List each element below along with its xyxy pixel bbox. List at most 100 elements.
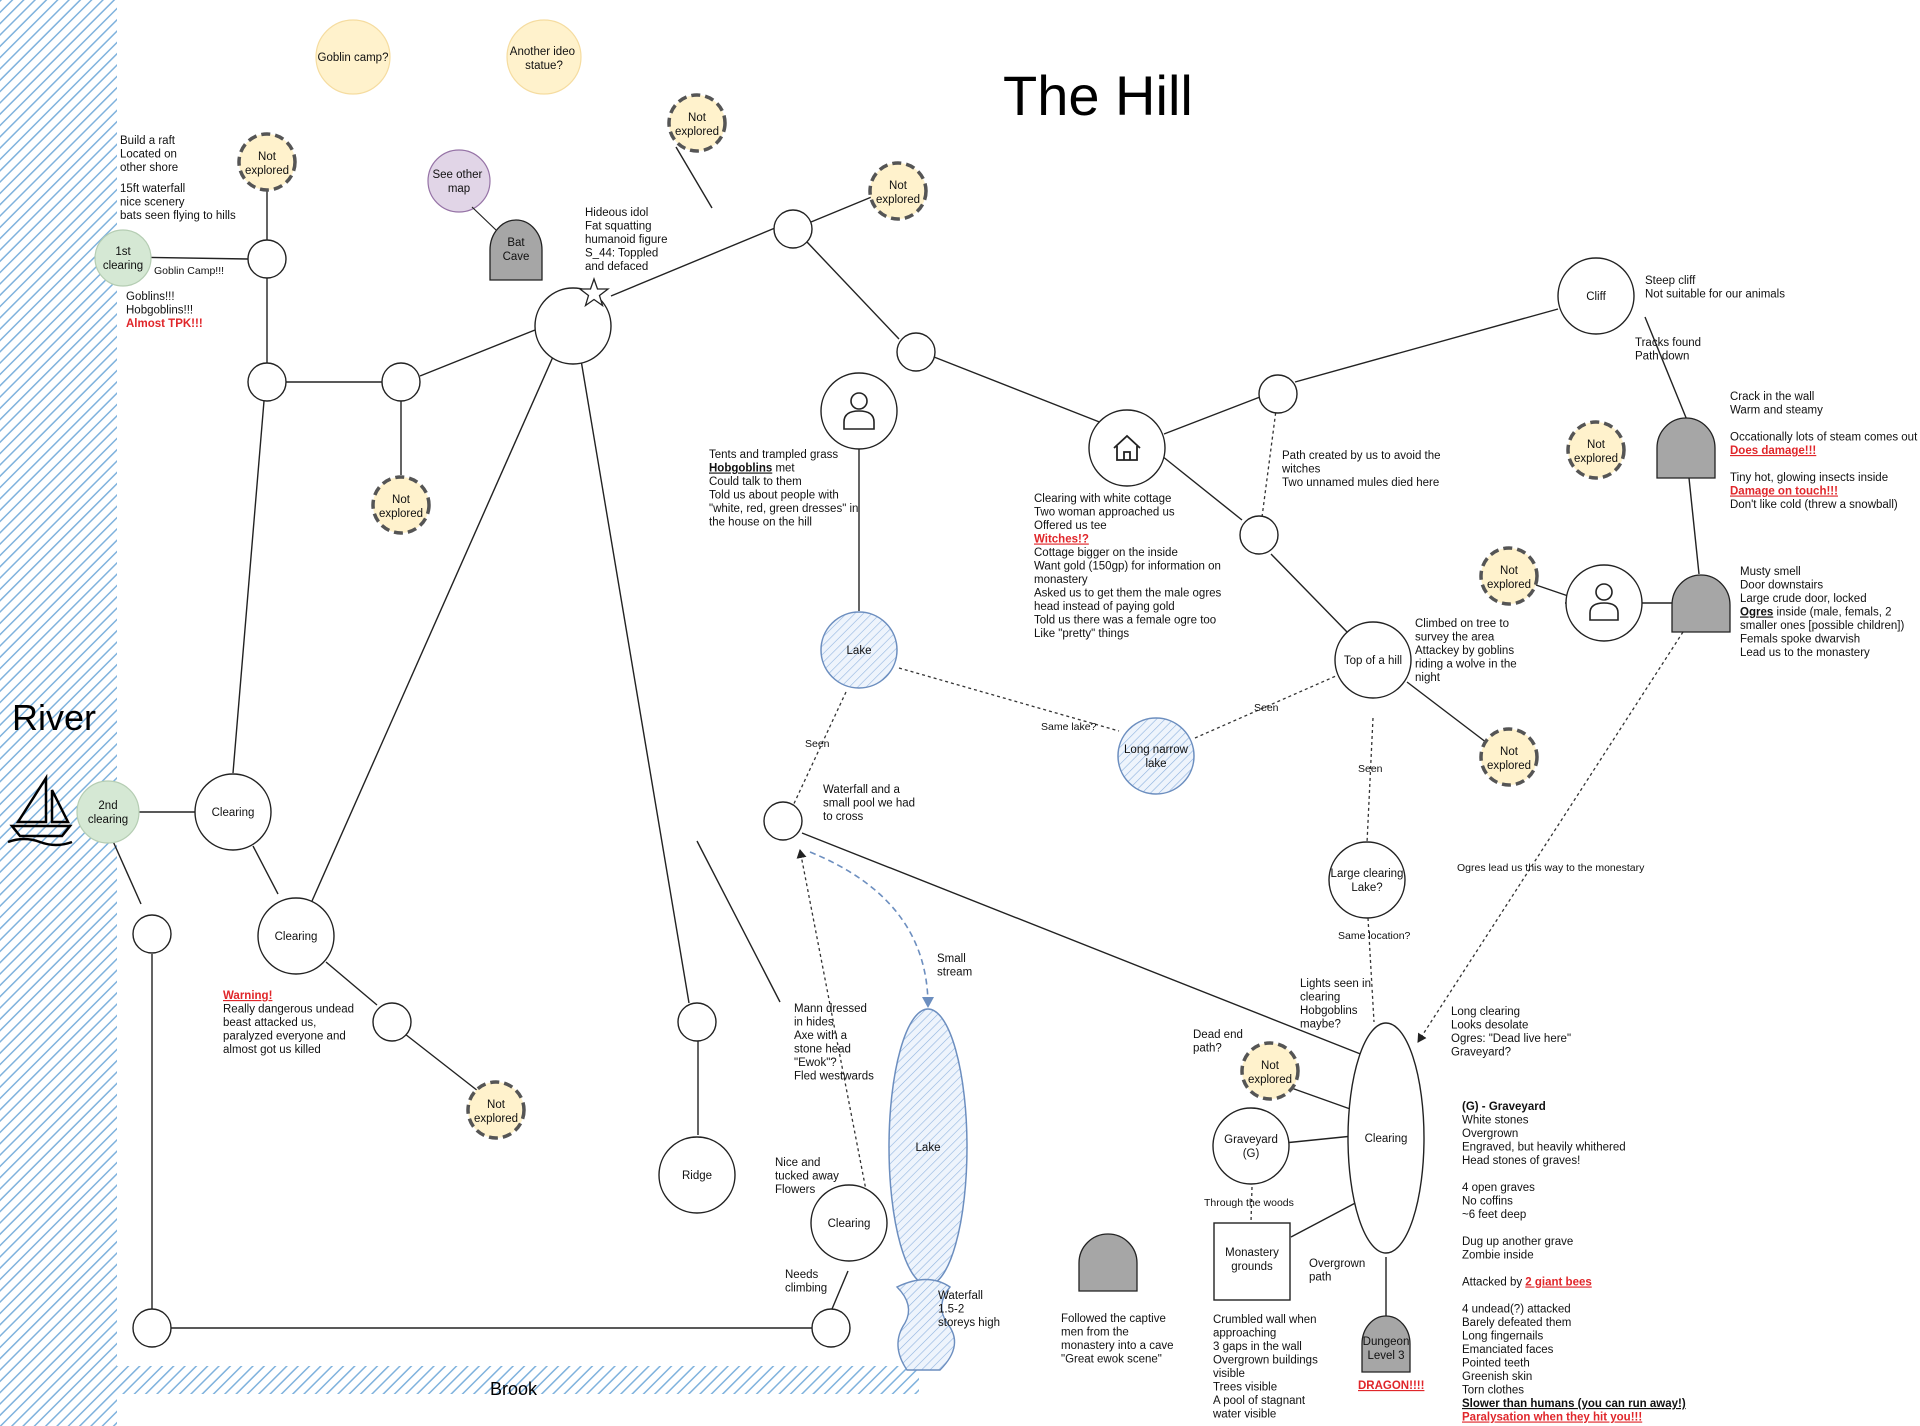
star-icon bbox=[578, 277, 610, 308]
ogre-cave[interactable] bbox=[1671, 574, 1731, 633]
note-ogre-cave: Musty smell Door downstairs Large crude … bbox=[1740, 566, 1907, 659]
note-tents: Tents and trampled grass Hobgoblins met … bbox=[709, 449, 862, 529]
svg-text:Clearing: Clearing bbox=[828, 1218, 871, 1230]
junction bbox=[1258, 374, 1298, 414]
person-icon bbox=[1589, 583, 1619, 621]
idea-goblin-camp[interactable]: Goblin camp? bbox=[315, 19, 391, 95]
junction bbox=[132, 914, 172, 954]
note-crumbled-wall: Crumbled wall when approaching 3 gaps in… bbox=[1212, 1314, 1321, 1421]
lake-node[interactable]: Lake bbox=[820, 611, 898, 689]
junction bbox=[811, 1308, 851, 1348]
junction-nodes[interactable] bbox=[132, 209, 1298, 1348]
idea-ideo-statue-label: Another ideo statue? bbox=[510, 46, 578, 72]
svg-text:Lake: Lake bbox=[916, 1142, 941, 1154]
edge-label-through-woods: Through the woods bbox=[1204, 1197, 1294, 1209]
note-warning: Warning! Really dangerous undead beast a… bbox=[223, 990, 357, 1056]
note-graveyard: (G) - Graveyard White stones Overgrown E… bbox=[1462, 1101, 1689, 1424]
note-long-clearing: Long clearing Looks desolate Ogres: "Dea… bbox=[1451, 1006, 1574, 1059]
note-idol: Hideous idol Fat squatting humanoid figu… bbox=[585, 207, 671, 273]
hobgoblin-camp-node[interactable] bbox=[820, 372, 898, 450]
note-needs-climbing: Needs climbing bbox=[785, 1269, 827, 1295]
graveyard-node[interactable]: Graveyard(G) bbox=[1212, 1107, 1290, 1185]
witch-cottage-node[interactable] bbox=[1088, 409, 1166, 487]
note-waterfall-pool: Waterfall and a small pool we had to cro… bbox=[823, 784, 918, 823]
note-raft: Build a raft Located on other shore bbox=[120, 135, 180, 174]
dotted-paths bbox=[790, 394, 1684, 1223]
clearing-southwest[interactable]: Clearing bbox=[257, 897, 335, 975]
note-dragon: DRAGON!!!! bbox=[1358, 1380, 1424, 1392]
edge-label-goblin-camp: Goblin Camp!!! bbox=[154, 265, 224, 277]
note-climbed: Climbed on tree to survey the area Attac… bbox=[1415, 618, 1520, 684]
clearing-west[interactable]: Clearing bbox=[194, 773, 272, 851]
long-lake-node[interactable]: Lake bbox=[888, 1008, 968, 1286]
junction bbox=[247, 239, 287, 279]
cliff-node[interactable]: Cliff bbox=[1557, 257, 1635, 335]
idol-node[interactable] bbox=[534, 277, 612, 365]
captive-cave[interactable] bbox=[1078, 1233, 1138, 1292]
see-other-map[interactable]: See other map bbox=[427, 149, 491, 213]
svg-text:Top of a hill: Top of a hill bbox=[1344, 655, 1402, 667]
note-mann: Mann dressed in hides Axe with a stone h… bbox=[794, 1003, 874, 1083]
junction bbox=[132, 1308, 172, 1348]
junction bbox=[677, 1002, 717, 1042]
idea-ideo-statue[interactable]: Another ideo statue? bbox=[506, 19, 582, 95]
note-cottage: Clearing with white cottage Two woman ap… bbox=[1034, 493, 1225, 640]
svg-text:Clearing: Clearing bbox=[275, 931, 318, 943]
top-of-hill-node[interactable]: Top of a hill bbox=[1334, 621, 1412, 699]
south-clearing-node[interactable]: Clearing bbox=[1347, 1022, 1425, 1254]
ogre-node[interactable] bbox=[1565, 564, 1643, 642]
svg-text:Clearing: Clearing bbox=[212, 807, 255, 819]
note-path-witches: Path created by us to avoid the witches … bbox=[1281, 450, 1444, 489]
note-waterfall-15ft: 15ft waterfall nice scenery bats seen fl… bbox=[120, 183, 236, 222]
svg-text:Clearing: Clearing bbox=[1365, 1133, 1408, 1145]
person-icon bbox=[843, 392, 875, 430]
svg-text:Lake: Lake bbox=[847, 645, 872, 657]
junction bbox=[763, 801, 803, 841]
edge-label-seen-lake: Seen bbox=[805, 738, 830, 750]
ridge-node[interactable]: Ridge bbox=[658, 1136, 736, 1214]
edge-label-ogres-lead: Ogres lead us this way to the monestary bbox=[1457, 862, 1645, 874]
brook-area bbox=[117, 1366, 919, 1394]
note-lights: Lights seen in clearing Hobgoblins maybe… bbox=[1300, 978, 1374, 1031]
edge-label-same-location: Same location? bbox=[1338, 930, 1411, 942]
see-other-map-link bbox=[471, 206, 497, 231]
edge-label-seen-south: Seen bbox=[1358, 763, 1383, 775]
edge-label-same-lake: Same lake? bbox=[1041, 721, 1097, 733]
note-captive: Followed the captive men from the monast… bbox=[1061, 1313, 1177, 1366]
river-label: River bbox=[12, 697, 96, 738]
steam-cave[interactable] bbox=[1656, 417, 1716, 479]
note-waterfall-high: Waterfall 1.5-2 storeys high bbox=[938, 1290, 1000, 1329]
svg-text:Graveyard(G): Graveyard(G) bbox=[1224, 1134, 1278, 1160]
note-steam-cave: Crack in the wall Warm and steamy Occati… bbox=[1730, 391, 1920, 511]
junction bbox=[1239, 515, 1279, 555]
edge-label-seen-hill: Seen bbox=[1254, 702, 1279, 714]
note-nice: Nice and tucked away Flowers bbox=[775, 1157, 842, 1196]
clearing-flowers[interactable]: Clearing bbox=[810, 1184, 888, 1262]
